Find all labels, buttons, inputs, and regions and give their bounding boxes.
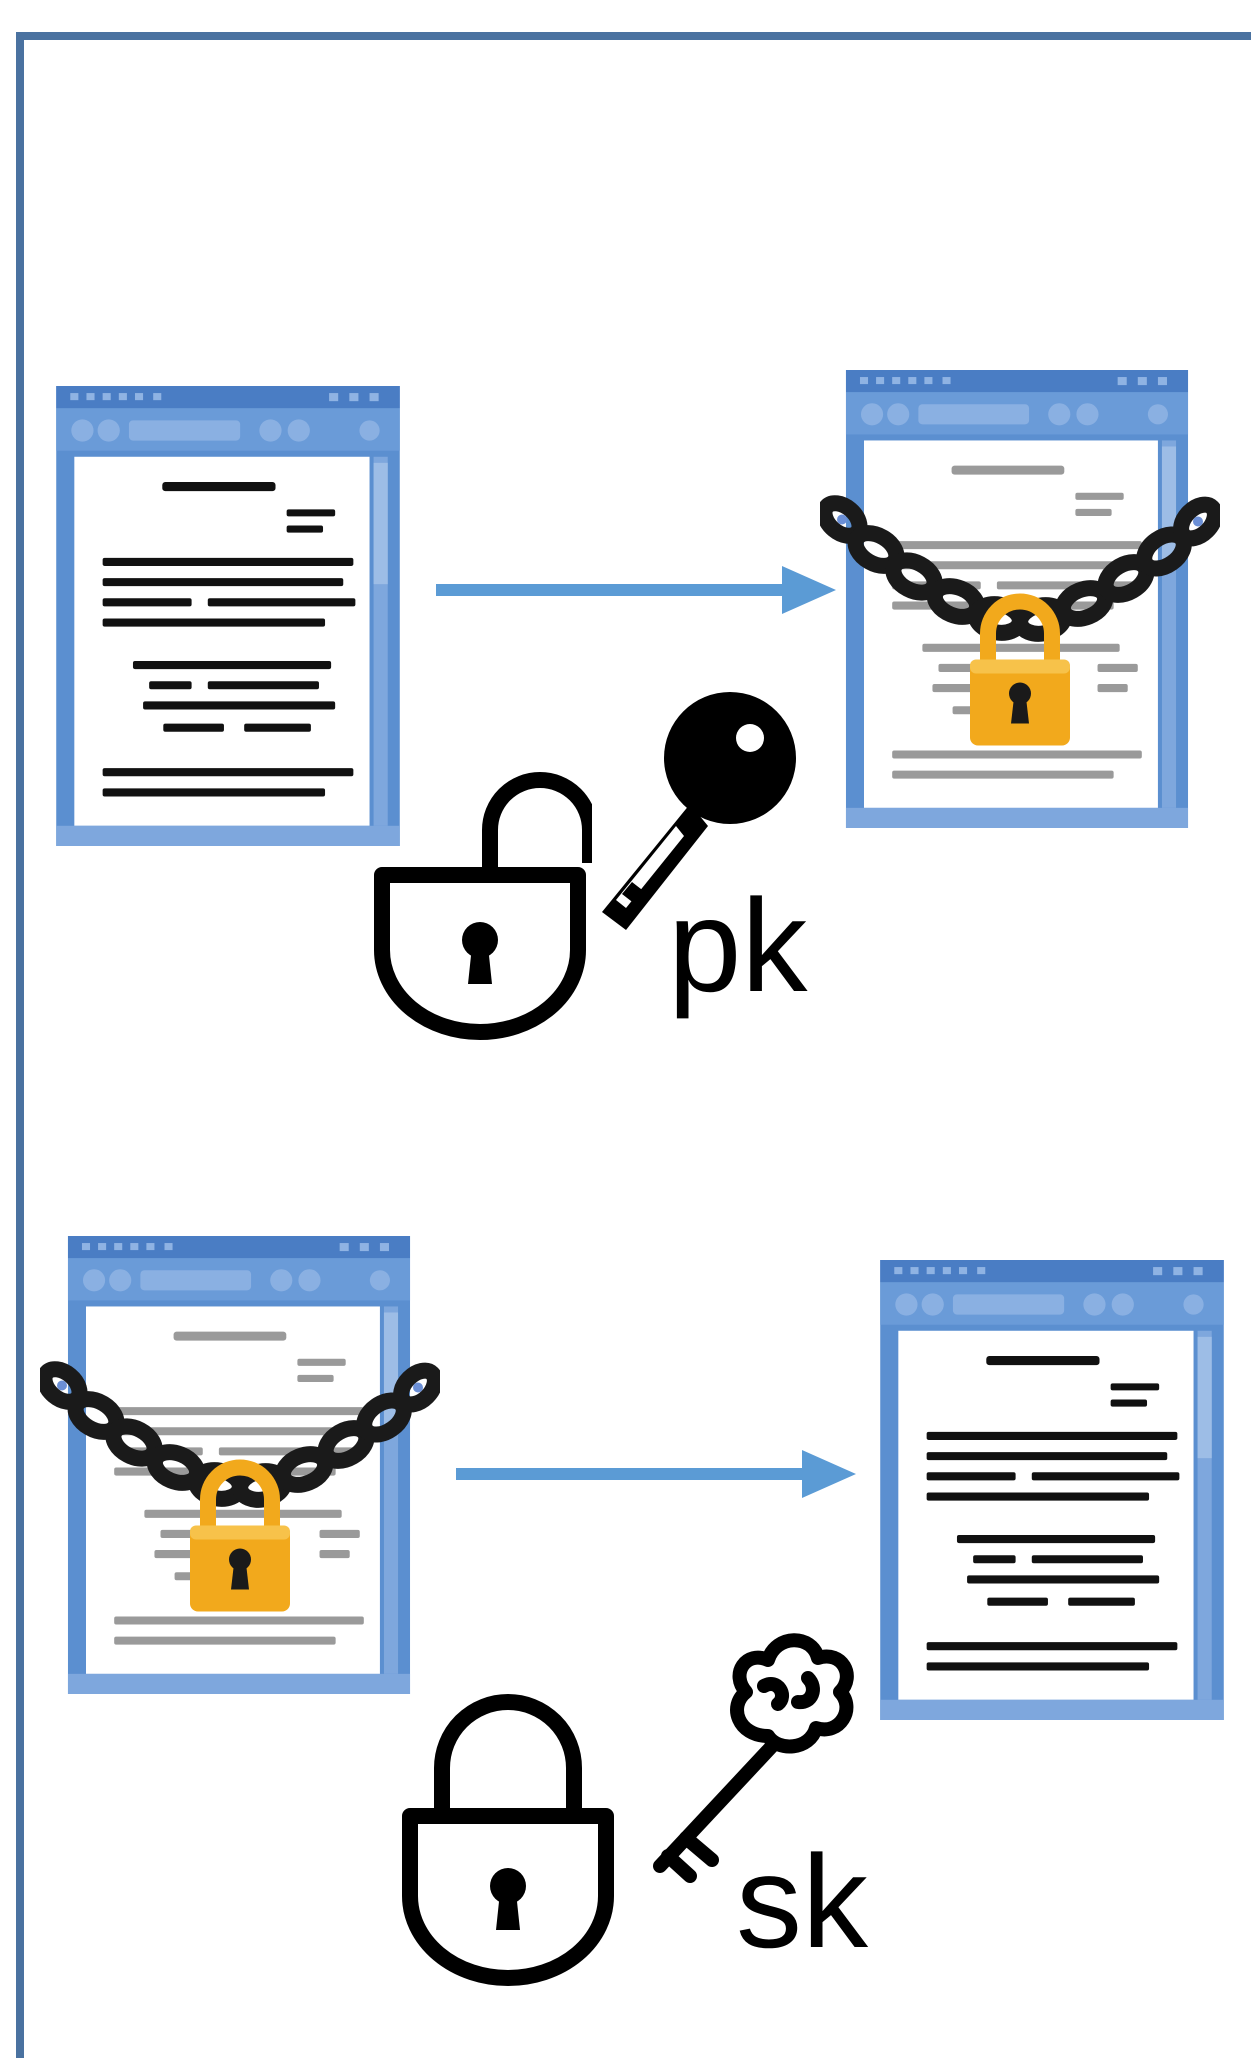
chained-padlock-icon-2 (40, 1236, 440, 1694)
public-key-label: pk (668, 872, 808, 1019)
secret-key-label: sk (736, 1828, 868, 1975)
decrypted-document-icon (880, 1260, 1224, 1720)
decrypt-arrow-icon (456, 1450, 856, 1498)
chained-padlock-icon (820, 370, 1220, 828)
encrypt-arrow-icon (436, 566, 836, 614)
diagram-frame (16, 32, 1251, 2058)
plaintext-document-icon (56, 386, 400, 846)
closed-padlock-icon (400, 1686, 620, 1986)
open-padlock-icon (372, 760, 592, 1040)
